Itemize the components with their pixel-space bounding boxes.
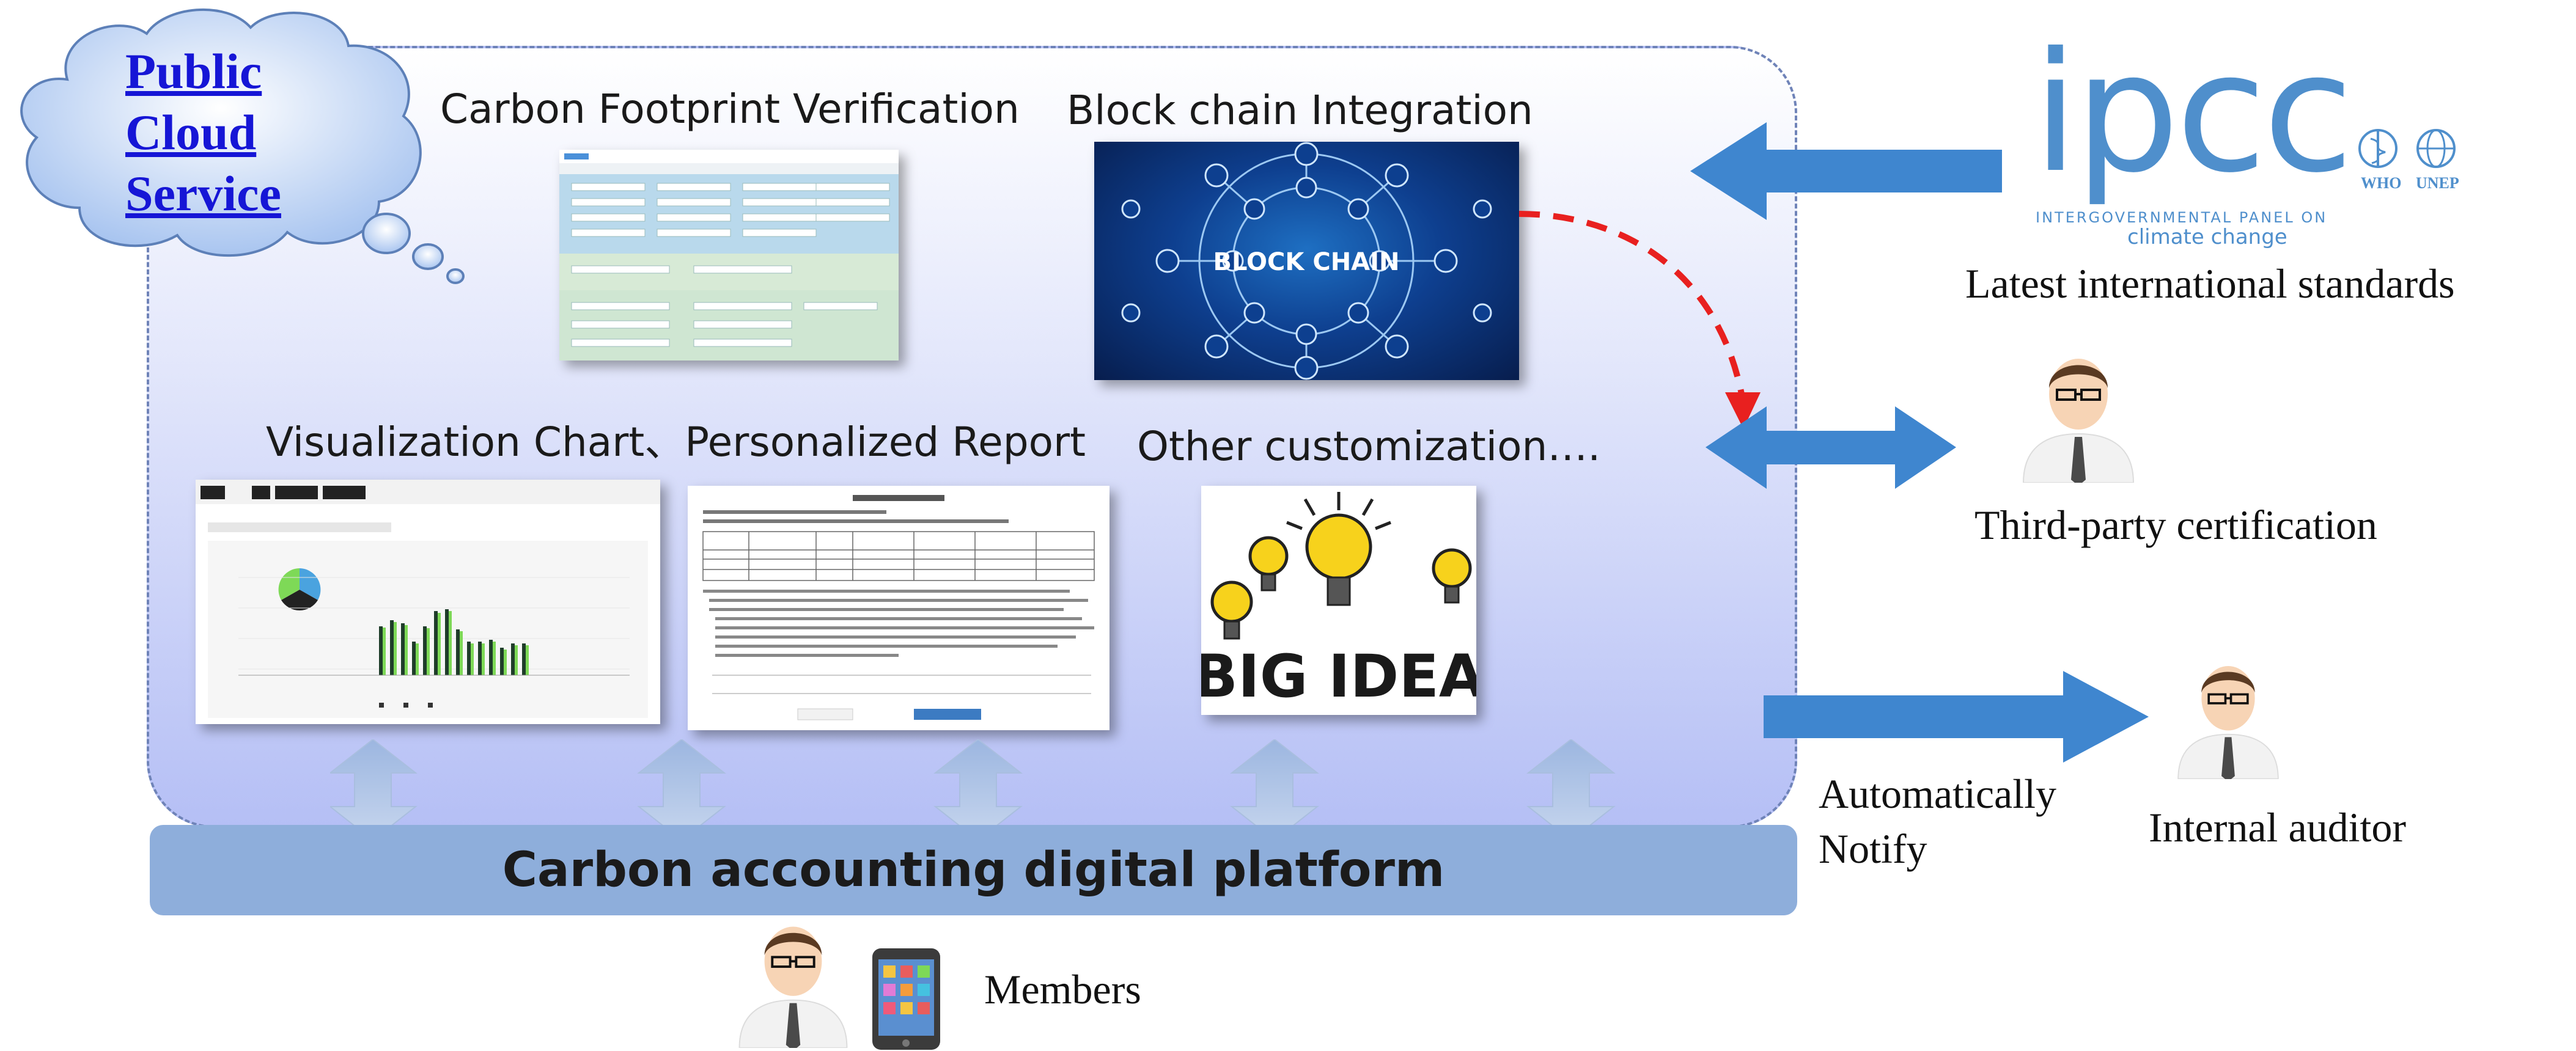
big-idea-thumbnail: BIG IDEA: [1201, 486, 1476, 715]
member-person-icon: [738, 926, 848, 1048]
notify-line2: Notify: [1819, 826, 1927, 872]
third-party-bidirectional-arrow: [1706, 406, 1956, 489]
internal-auditor-caption: Internal auditor: [2149, 804, 2407, 851]
notify-line1: Automatically: [1819, 771, 2057, 817]
third-party-person-icon: [2022, 359, 2135, 483]
carbon-footprint-label: Carbon Footprint Verification: [440, 86, 1020, 133]
cloud-link-service[interactable]: Service: [125, 166, 281, 221]
notify-arrow: [1764, 671, 2149, 763]
blockchain-label: Block chain Integration: [1067, 87, 1533, 134]
carbon-platform-bar: Carbon accounting digital platform: [150, 825, 1797, 915]
internal-auditor-person-icon: [2177, 666, 2279, 779]
unep-label: UNEP: [2416, 174, 2459, 192]
other-customization-label: Other customization….: [1137, 423, 1601, 470]
members-caption: Members: [984, 966, 1141, 1013]
blockchain-thumbnail: BLOCK CHAIN: [1094, 142, 1519, 380]
ipcc-logo: ipcc: [2033, 16, 2353, 209]
platform-connector-arrows: [330, 739, 1616, 840]
report-thumbnail: [688, 486, 1110, 730]
cloud-link-public[interactable]: Public: [125, 43, 262, 99]
verification-form-thumbnail: [559, 150, 899, 361]
unep-emblem-icon: [2416, 129, 2456, 168]
dashed-red-arrow: [1518, 211, 1761, 429]
visualization-label: Visualization Chart、Personalized Report: [266, 419, 1086, 466]
third-party-caption: Third-party certification: [1974, 502, 2377, 548]
ipcc-subtitle: INTERGOVERNMENTAL PANEL ON: [2036, 209, 2328, 226]
ipcc-input-arrow: [1690, 122, 2002, 220]
smartphone-icon: [872, 948, 940, 1050]
big-idea-text: BIG IDEA: [1201, 642, 1476, 711]
public-cloud-bubble: [20, 8, 465, 284]
who-label: WHO: [2361, 174, 2402, 192]
chart-thumbnail: [196, 480, 660, 724]
ipcc-caption: Latest international standards: [1965, 260, 2455, 307]
blockchain-image-text: BLOCK CHAIN: [1213, 248, 1400, 276]
cloud-link-cloud[interactable]: Cloud: [125, 104, 257, 160]
who-emblem-icon: [2358, 129, 2398, 168]
ipcc-subtitle-climate: climate change: [2127, 225, 2287, 249]
